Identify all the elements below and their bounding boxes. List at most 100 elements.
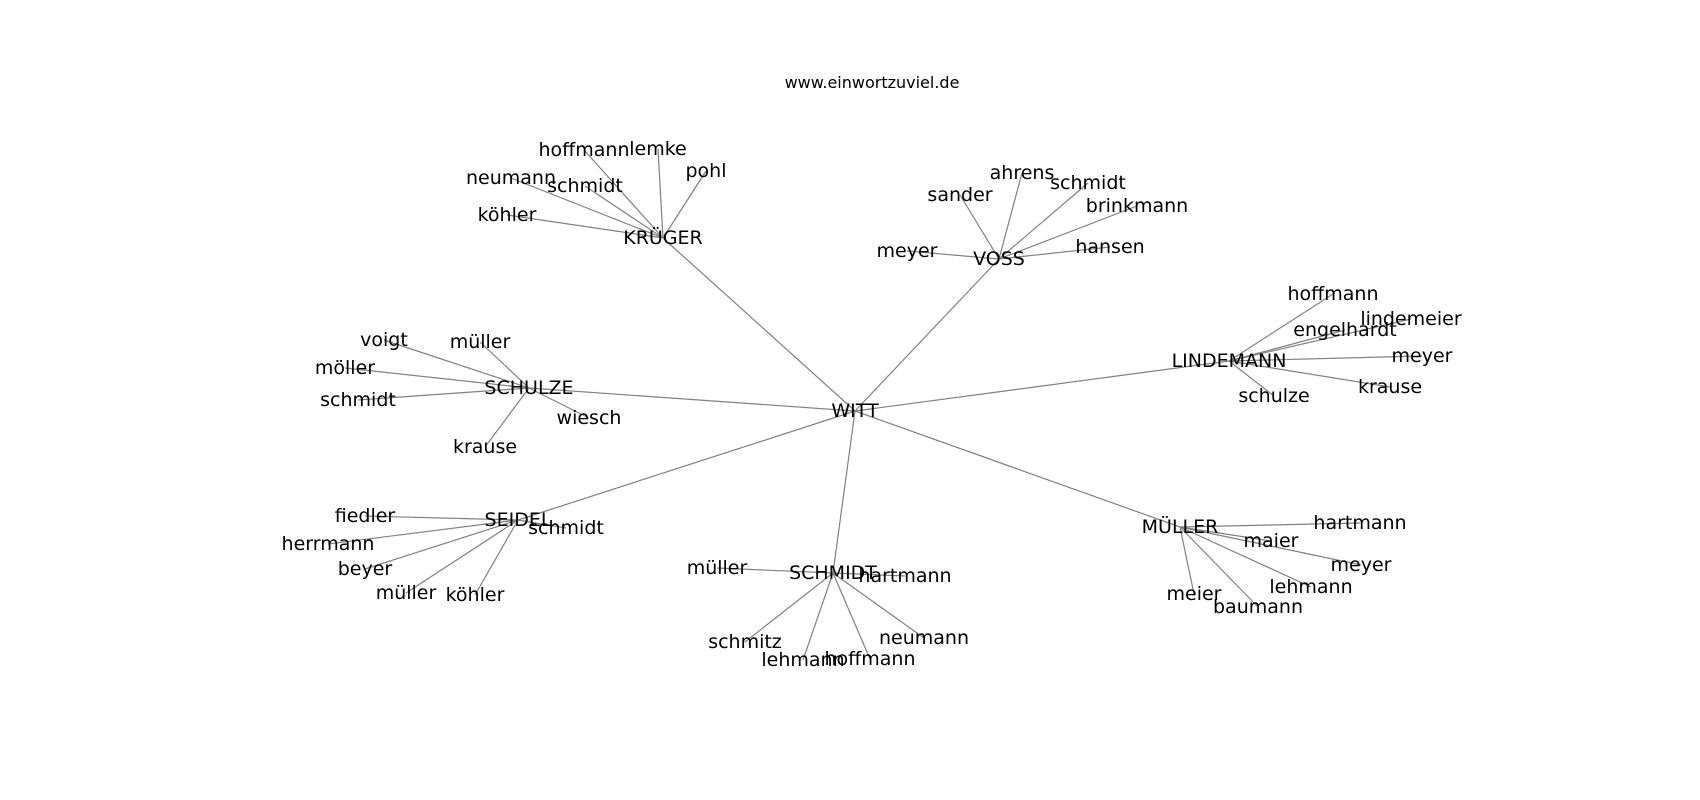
leaf-node-label: schmidt — [547, 175, 623, 197]
center-node-label: WITT — [831, 400, 879, 422]
leaf-node-label: hoffmann — [1288, 283, 1379, 305]
hub-node-label: SCHMIDT — [789, 562, 877, 584]
leaf-node-label: maier — [1244, 530, 1299, 552]
hub-node-label: VOSS — [973, 248, 1025, 270]
edge-hub-2-leaf-3 — [1228, 355, 1423, 362]
edge-hub-1-leaf-5 — [998, 246, 1111, 260]
leaf-node-label: lehmann — [761, 649, 844, 671]
leaf-node-label: hartmann — [1313, 512, 1406, 534]
leaf-node-label: baumann — [1213, 596, 1303, 618]
leaf-node-label: köhler — [478, 204, 537, 226]
edge-center-2 — [854, 360, 1230, 412]
leaf-node-label: fiedler — [335, 505, 396, 527]
edge-hub-5-leaf-3 — [802, 572, 834, 661]
leaf-node-label: neumann — [466, 167, 556, 189]
leaf-node-label: schmidt — [528, 517, 604, 539]
leaf-node-label: schmidt — [320, 389, 396, 411]
edge-hub-4-leaf-5 — [517, 519, 567, 529]
edge-hub-6-leaf-2 — [1179, 526, 1362, 566]
edge-hub-0-leaf-0 — [583, 149, 664, 239]
edge-center-4 — [517, 410, 856, 521]
edge-hub-0-leaf-4 — [584, 185, 664, 239]
edge-hub-2-leaf-5 — [1228, 360, 1275, 397]
edge-hub-6-leaf-4 — [1179, 526, 1259, 608]
leaf-node-label: schulze — [1238, 385, 1309, 407]
leaf-node-label: lindemeier — [1360, 308, 1462, 330]
leaf-node-label: hansen — [1075, 236, 1144, 258]
leaf-node-label: schmidt — [1050, 172, 1126, 194]
edge-hub-3-leaf-0 — [383, 339, 530, 389]
edge-hub-2-leaf-2 — [1228, 318, 1412, 362]
edge-hub-3-leaf-3 — [357, 387, 530, 401]
leaf-node-label: lehmann — [1269, 576, 1352, 598]
leaf-node-label: wiesch — [557, 407, 622, 429]
leaf-node-label: engelhardt — [1293, 319, 1396, 341]
edge-hub-6-leaf-5 — [1179, 526, 1195, 595]
edge-hub-1-leaf-3 — [998, 205, 1138, 260]
leaf-node-label: meyer — [877, 240, 938, 262]
edge-hub-4-leaf-2 — [364, 519, 519, 570]
edge-hub-2-leaf-1 — [1228, 329, 1346, 362]
leaf-node-label: müller — [450, 331, 511, 353]
edge-hub-4-leaf-4 — [474, 519, 519, 596]
hub-node-label: MÜLLER — [1142, 515, 1219, 538]
leaf-node-label: lemke — [629, 138, 687, 160]
edge-center-3 — [528, 387, 856, 412]
edge-hub-3-leaf-4 — [528, 387, 590, 419]
hub-node-label: KRÜGER — [623, 226, 703, 249]
edge-center-0 — [662, 237, 856, 412]
edge-hub-0-leaf-2 — [662, 170, 707, 239]
edge-center-5 — [832, 410, 856, 574]
leaf-node-label: meyer — [1392, 345, 1453, 367]
leaf-node-label: krause — [1358, 376, 1422, 398]
leaf-node-label: beyer — [338, 558, 393, 580]
edge-hub-5-leaf-0 — [716, 567, 834, 574]
leaf-node-label: sander — [927, 184, 992, 206]
edge-hub-3-leaf-5 — [484, 387, 530, 448]
leaf-node-label: köhler — [446, 584, 505, 606]
edge-hub-1-leaf-0 — [959, 194, 1000, 260]
edge-hub-4-leaf-1 — [327, 519, 519, 545]
edge-hub-6-leaf-0 — [1179, 522, 1361, 528]
edge-hub-5-leaf-2 — [744, 572, 834, 643]
edge-hub-4-leaf-3 — [405, 519, 519, 594]
edge-hub-4-leaf-0 — [364, 515, 519, 521]
leaf-node-label: hoffmann — [539, 139, 630, 161]
edge-hub-1-leaf-2 — [998, 182, 1089, 260]
leaf-node-label: meier — [1167, 583, 1222, 605]
site-title: www.einwortzuviel.de — [785, 73, 960, 92]
leaf-node-label: meyer — [1331, 554, 1392, 576]
edge-center-1 — [854, 258, 1000, 412]
edge-hub-1-leaf-4 — [906, 250, 1000, 260]
leaf-node-label: hartmann — [858, 565, 951, 587]
edge-hub-3-leaf-1 — [479, 341, 530, 389]
hub-node-label: SCHULZE — [484, 377, 573, 399]
edge-hub-5-leaf-4 — [832, 572, 871, 660]
edge-hub-2-leaf-0 — [1228, 293, 1334, 362]
hub-node-label: LINDEMANN — [1172, 350, 1287, 372]
hub-node-label: SEIDEL — [485, 509, 552, 531]
edge-layer — [327, 148, 1423, 661]
leaf-node-label: ahrens — [990, 162, 1055, 184]
edge-hub-0-leaf-1 — [657, 148, 664, 239]
leaf-node-label: herrmann — [282, 533, 375, 555]
leaf-node-label: voigt — [360, 329, 408, 351]
leaf-node-label: pohl — [685, 160, 726, 182]
leaf-node-label: neumann — [879, 627, 969, 649]
edge-hub-5-leaf-5 — [832, 572, 925, 639]
leaf-node-label: müller — [687, 557, 748, 579]
edge-hub-0-leaf-5 — [506, 214, 664, 239]
edge-hub-0-leaf-3 — [510, 177, 664, 239]
edge-hub-6-leaf-3 — [1179, 526, 1312, 588]
edge-center-6 — [854, 410, 1181, 528]
leaf-node-label: schmitz — [708, 631, 782, 653]
edge-hub-1-leaf-1 — [998, 172, 1023, 260]
edge-hub-2-leaf-4 — [1228, 360, 1391, 388]
leaf-node-label: hoffmann — [825, 648, 916, 670]
leaf-node-label: müller — [376, 582, 437, 604]
edge-hub-3-leaf-2 — [344, 367, 530, 389]
leaf-node-label: brinkmann — [1086, 195, 1188, 217]
edge-hub-6-leaf-1 — [1179, 526, 1272, 542]
